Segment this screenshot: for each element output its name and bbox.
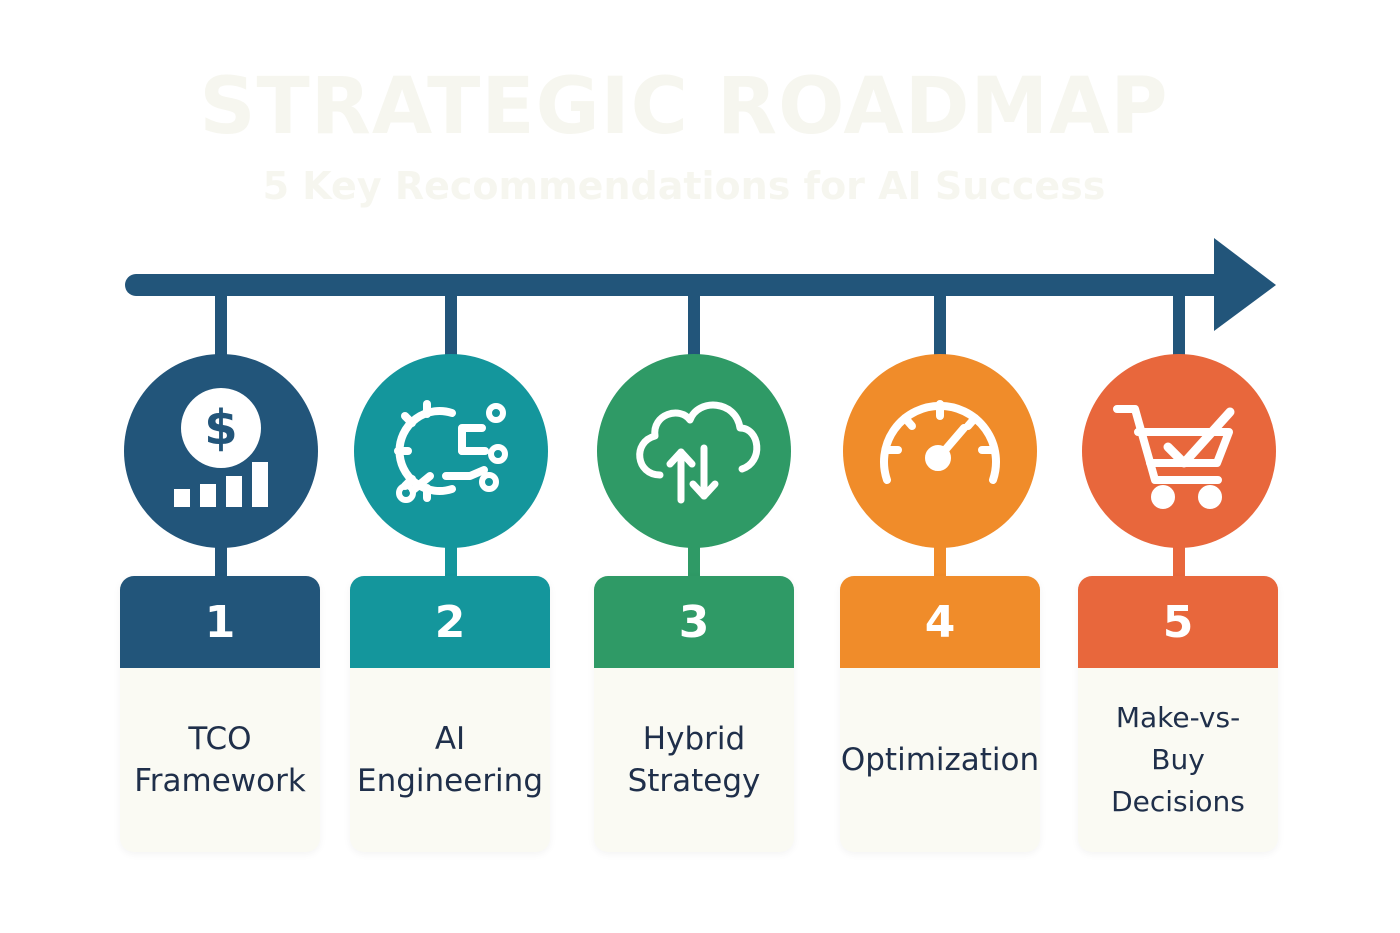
step-card-5: 5 Make-vs- Buy Decisions <box>1078 576 1278 852</box>
speedometer-icon <box>880 400 1000 484</box>
shopping-cart-check-icon <box>1113 405 1235 509</box>
svg-text:$: $ <box>204 400 237 456</box>
step-label-2: AI Engineering <box>357 721 543 799</box>
step-number-2: 2 <box>350 576 550 668</box>
step-number-4: 4 <box>840 576 1040 668</box>
step-label-4: Optimization <box>840 742 1040 778</box>
step-number-5: 5 <box>1078 576 1278 668</box>
step-card-2: 2 AI Engineering <box>350 576 550 852</box>
page-title: STRATEGIC ROADMAP <box>199 62 1169 152</box>
step-number-1: 1 <box>120 576 320 668</box>
step-card-4: 4 Optimization <box>840 576 1040 852</box>
step-label-2-container: AI Engineering <box>350 668 550 852</box>
step-3-circle <box>597 354 791 548</box>
step-label-4-container: Optimization <box>840 668 1040 852</box>
step-5-circle <box>1082 354 1276 548</box>
step-label-5: Make-vs- Buy Decisions <box>1111 701 1245 818</box>
timeline-arrow-head <box>1214 238 1276 331</box>
dollar-bar-chart-icon: $ <box>174 388 268 507</box>
step-label-3: Hybrid Strategy <box>627 721 761 799</box>
step-2-circle <box>354 354 548 548</box>
step-card-1: 1 TCO Framework <box>120 576 320 852</box>
step-label-5-container: Make-vs- Buy Decisions <box>1078 668 1278 852</box>
step-label-1-container: TCO Framework <box>120 668 320 852</box>
step-card-3: 3 Hybrid Strategy <box>594 576 794 852</box>
page-subtitle: 5 Key Recommendations for AI Success <box>262 164 1106 208</box>
step-label-1: TCO Framework <box>134 721 306 799</box>
step-number-3: 3 <box>594 576 794 668</box>
gear-circuit-icon <box>394 400 508 503</box>
step-label-3-container: Hybrid Strategy <box>594 668 794 852</box>
cloud-sync-icon <box>636 401 761 504</box>
